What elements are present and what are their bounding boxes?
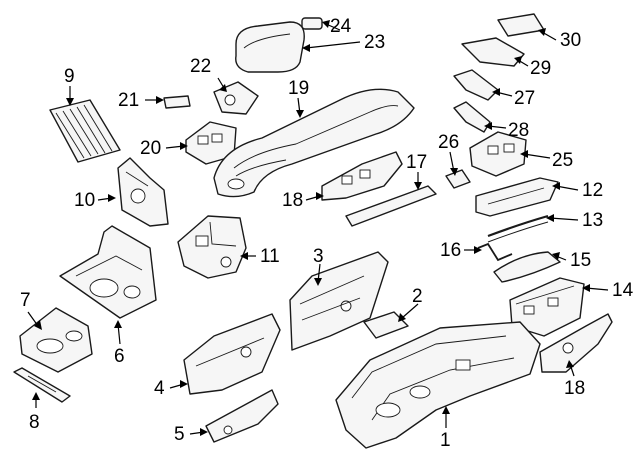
part-18-trim-panel-lower: [539, 313, 613, 373]
callout-18-lower: 18: [564, 378, 585, 399]
part-6-shifter-bezel: [59, 225, 157, 319]
part-4-side-panel: [183, 313, 281, 395]
callout-25: 25: [552, 150, 573, 171]
part-18-trim-panel-upper: [321, 151, 403, 201]
callout-26: 26: [438, 132, 459, 153]
part-3-side-panel: [289, 251, 389, 351]
callout-5: 5: [174, 424, 185, 445]
callout-22: 22: [190, 56, 211, 77]
callout-29: 29: [530, 58, 551, 79]
part-19-console-top: [213, 88, 415, 198]
callout-20: 20: [140, 138, 161, 159]
callout-8: 8: [29, 412, 40, 433]
part-8-clip-bracket: [13, 367, 71, 403]
part-22-insert: [213, 81, 259, 115]
part-9-console-mat: [49, 99, 121, 163]
part-10-front-trim: [117, 157, 169, 227]
callout-9: 9: [64, 66, 75, 87]
callout-14: 14: [612, 280, 634, 301]
callout-12: 12: [582, 180, 603, 201]
leader-arrowheads: [32, 20, 590, 436]
callout-17: 17: [406, 152, 427, 173]
callout-10: 10: [74, 190, 95, 211]
callout-18-upper: 18: [282, 190, 303, 211]
callout-19: 19: [288, 78, 309, 99]
callout-16: 16: [440, 240, 461, 261]
callout-21: 21: [118, 90, 139, 111]
part-7-cup-holder: [19, 307, 93, 373]
part-15-trim: [493, 251, 561, 283]
part-30-trim: [497, 13, 545, 37]
part-26-clip: [445, 169, 471, 189]
part-28-liner: [453, 101, 491, 133]
part-25-switch-bracket: [469, 131, 527, 177]
part-21-clip: [163, 95, 191, 109]
part-23-armrest-lid: [235, 21, 305, 73]
callout-15: 15: [570, 250, 591, 271]
callout-4: 4: [154, 378, 165, 399]
callout-3: 3: [313, 246, 324, 267]
callout-30: 30: [560, 30, 581, 51]
part-29-liner: [461, 37, 525, 67]
callout-labels: 1 2 3 4 5 6 7 8 9 10 11 12 13 14 15 16 1…: [20, 16, 634, 451]
callout-7: 7: [20, 290, 31, 311]
part-24-pad: [301, 17, 323, 30]
part-17-trim-strip: [345, 185, 437, 227]
callout-2: 2: [412, 286, 423, 307]
callout-1: 1: [440, 430, 451, 451]
part-1-console-base: [335, 321, 541, 449]
callout-6: 6: [114, 346, 125, 367]
callout-11: 11: [260, 246, 280, 267]
part-5-trim-strip: [205, 389, 279, 443]
part-12-trim-plate: [475, 177, 559, 217]
part-11-mounting-bracket: [177, 215, 247, 279]
part-20-bracket: [185, 121, 237, 165]
callout-24: 24: [330, 16, 352, 37]
callout-28: 28: [508, 120, 529, 141]
part-27-liner: [453, 69, 499, 101]
callout-23: 23: [364, 32, 385, 53]
part-13-seal-strip: [487, 214, 549, 243]
callout-27: 27: [514, 88, 535, 109]
part-2-pad: [363, 311, 409, 339]
part-16-wire-clip: [477, 242, 513, 262]
callout-13: 13: [582, 210, 603, 231]
